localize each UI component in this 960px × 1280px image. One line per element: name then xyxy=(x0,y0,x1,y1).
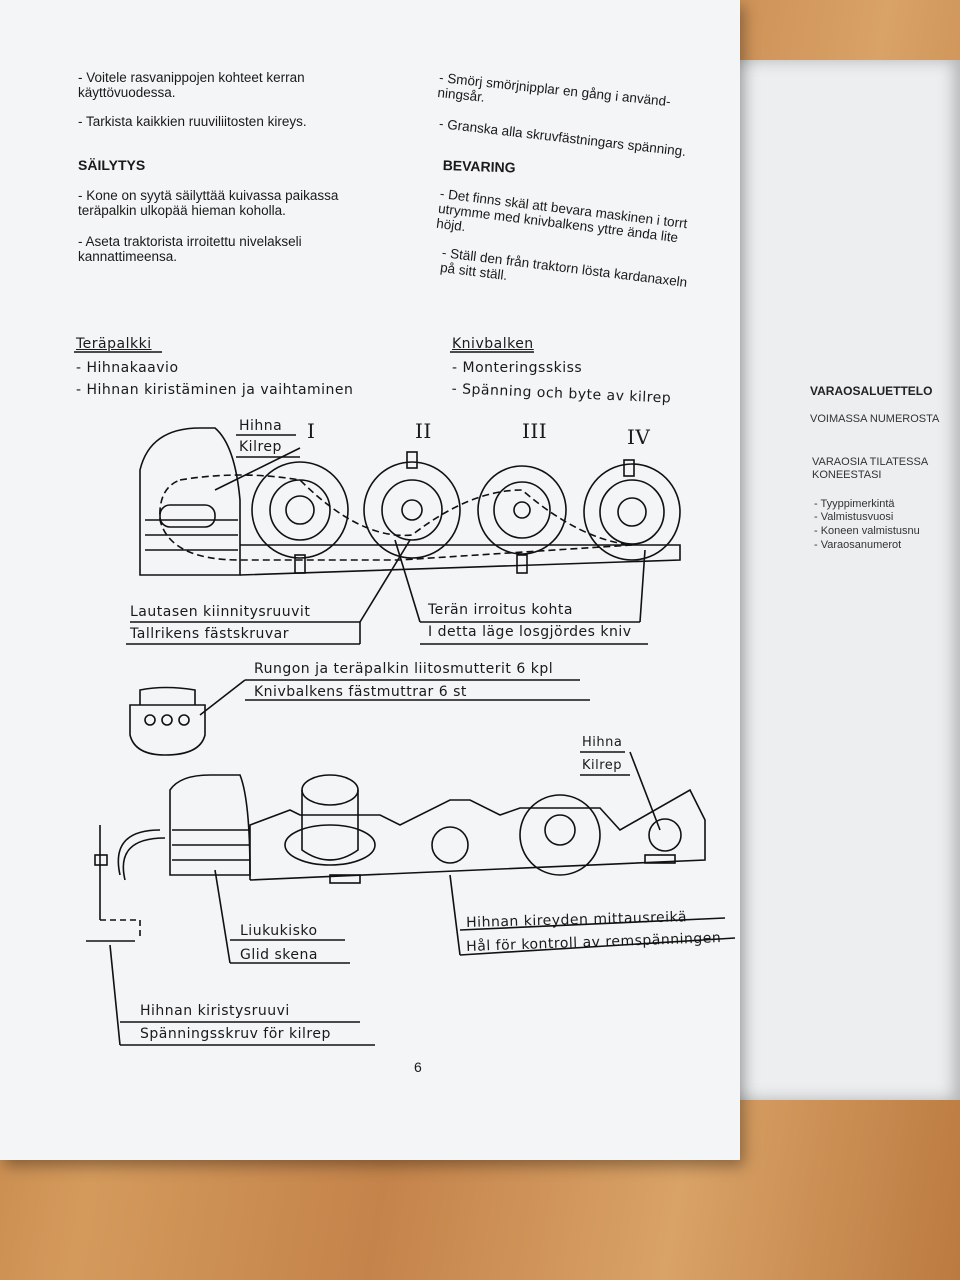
parts-list-item: - Koneen valmistusnu xyxy=(814,525,920,537)
drum xyxy=(301,774,359,806)
fi-storage-heading: SÄILYTYS xyxy=(78,157,146,173)
slot xyxy=(159,504,216,528)
label-nuts-sv: Knivbalkens fästmuttrar 6 st xyxy=(254,684,467,700)
parts-list-valid-from: VOIMASSA NUMEROSTA xyxy=(810,413,940,425)
belt-path xyxy=(159,474,633,561)
label-rail-sv: Glid skena xyxy=(240,947,318,963)
sv-cutterbar-title: Knivbalken xyxy=(452,336,534,352)
cutter-bar-2 xyxy=(249,788,706,881)
disc-label-2: II xyxy=(415,419,432,443)
label-nuts-fi: Rungon ja teräpalkin liitosmutterit 6 kp… xyxy=(254,661,554,677)
parts-list-item: - Valmistusvuosi xyxy=(814,511,894,523)
fi-shaft-note: - Aseta traktorista irroitettu nivelakse… xyxy=(78,234,302,264)
label-screw-sv: Spänningsskruv för kilrep xyxy=(140,1026,331,1042)
parts-list-title: VARAOSALUETTELO xyxy=(810,384,933,398)
sv-item-mounting: - Monteringsskiss xyxy=(452,360,583,376)
parts-order-note: VARAOSIA TILATESSA KONEESTASI xyxy=(812,456,929,481)
parts-list-item: - Tyyppimerkintä xyxy=(814,498,895,510)
fi-check-screws: - Tarkista kaikkien ruuviliitosten kirey… xyxy=(78,114,307,129)
disc-3 xyxy=(477,465,567,574)
parts-list-item: - Varaosanumerot xyxy=(814,539,902,551)
disc-2 xyxy=(363,451,461,559)
label-belt-sv: Kilrep xyxy=(239,439,282,455)
label-blade-release-sv: I detta läge losgjördes kniv xyxy=(428,624,632,640)
left-page xyxy=(0,0,740,1160)
label-belt2-sv: Kilrep xyxy=(582,758,623,773)
label-screw-fi: Hihnan kiristysruuvi xyxy=(140,1003,290,1019)
disc-label-4: IV xyxy=(627,425,651,449)
disc-label-1: I xyxy=(307,419,316,443)
measure-hole xyxy=(431,826,469,864)
bracket xyxy=(129,704,206,756)
fi-item-belt-diagram: - Hihnakaavio xyxy=(76,360,179,376)
label-belt2-fi: Hihna xyxy=(582,735,623,750)
fi-grease-note: - Voitele rasvanippojen kohteet kerran k… xyxy=(78,70,305,100)
disc-label-3: III xyxy=(522,419,548,443)
label-belt-fi: Hihna xyxy=(239,418,283,434)
gearbox-housing xyxy=(139,427,241,576)
fi-storage-note: - Kone on syytä säilyttää kuivassa paika… xyxy=(78,188,339,218)
disc-1 xyxy=(251,461,349,574)
fi-item-belt-tension: - Hihnan kiristäminen ja vaihtaminen xyxy=(76,382,354,398)
cutter-bar xyxy=(239,544,681,576)
label-blade-release-fi: Terän irroitus kohta xyxy=(428,602,573,618)
disc-4 xyxy=(583,459,681,561)
fi-cutterbar-title: Teräpalkki xyxy=(76,336,152,352)
label-disc-screws-sv: Tallrikens fästskruvar xyxy=(130,626,290,642)
label-disc-screws-fi: Lautasen kiinnitysruuvit xyxy=(130,604,311,620)
page-number: 6 xyxy=(414,1059,422,1075)
right-page xyxy=(730,60,960,1100)
label-rail-fi: Liukukisko xyxy=(240,923,318,939)
